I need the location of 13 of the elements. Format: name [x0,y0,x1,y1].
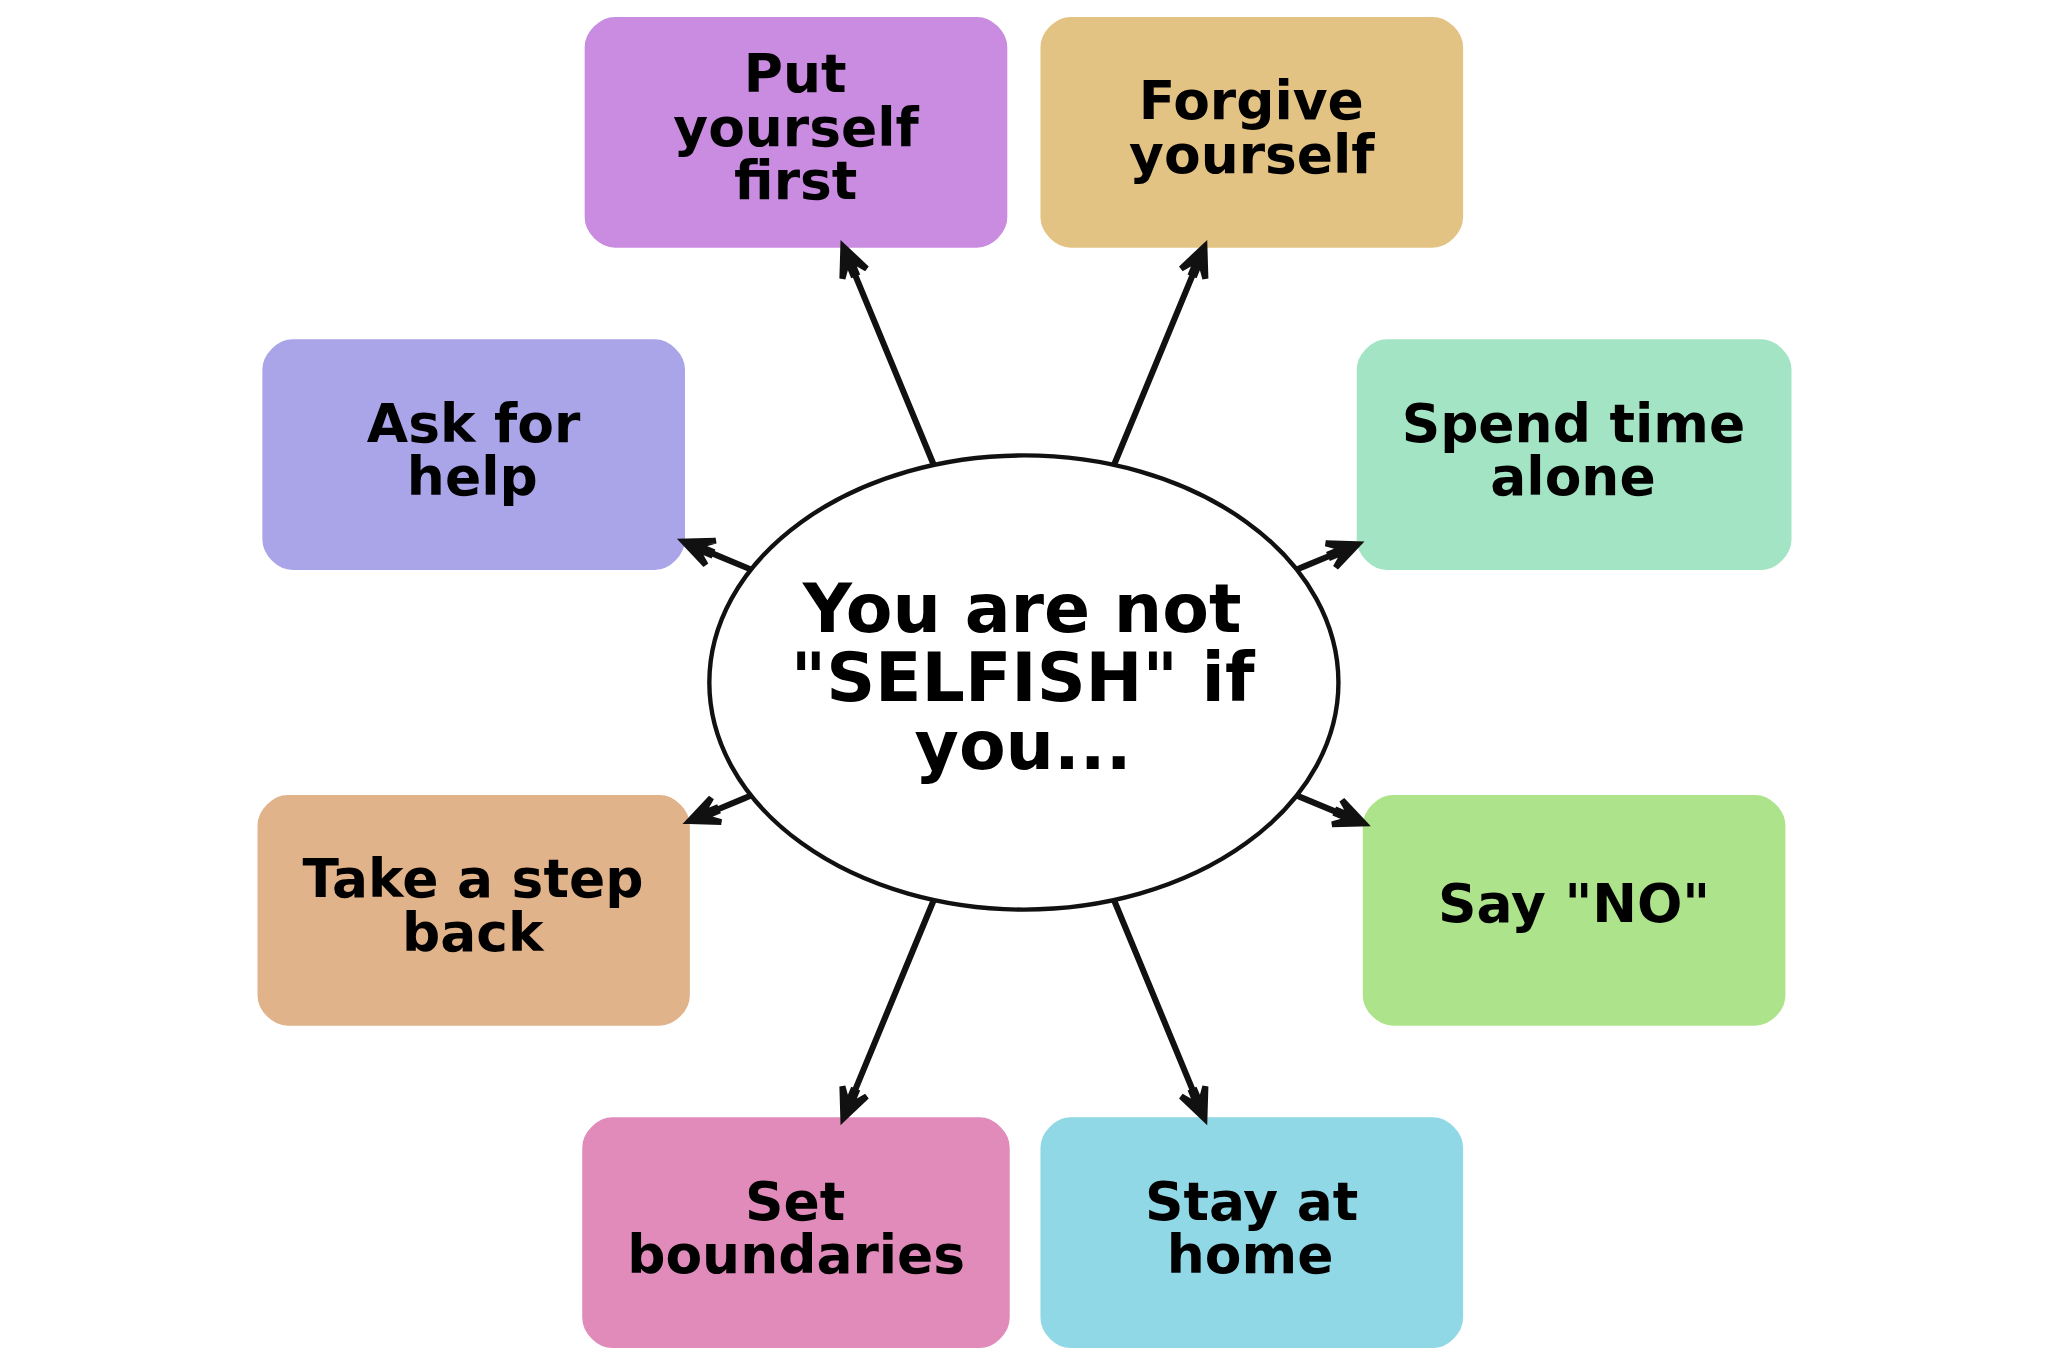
node-box: Say "NO" [1362,795,1785,1026]
node-ellipse: You are not "SELFISH" if you... [706,453,1341,912]
arrow [1111,243,1208,466]
arrow [838,243,936,466]
node-box: Set boundaries [581,1117,1010,1349]
node-box: Stay at home [1039,1117,1463,1349]
arrow [680,537,752,573]
node-box: Spend time alone [1356,339,1791,570]
node-box: Take a step back [257,795,690,1026]
node-box: Put yourself first [584,16,1007,248]
node-box: Ask for help [261,339,685,570]
arrow [685,793,752,826]
node-box: Forgive yourself [1039,16,1463,248]
